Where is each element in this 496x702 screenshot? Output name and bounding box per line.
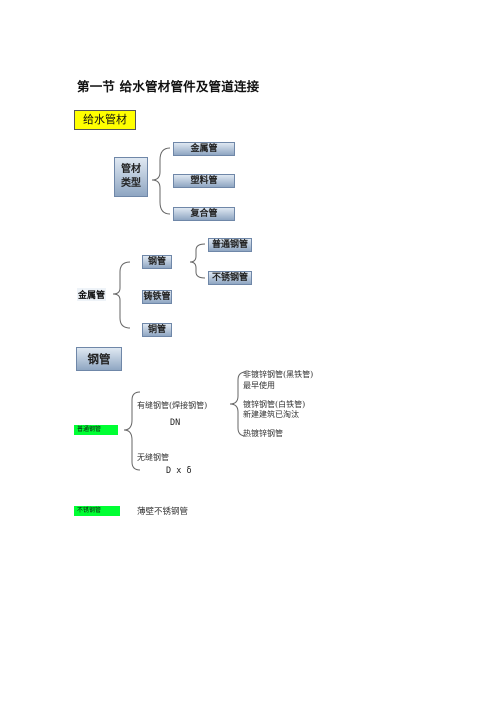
pipe-type-composite: 复合管 <box>173 207 235 221</box>
pipe-type-plastic: 塑料管 <box>173 174 235 188</box>
hot-galvanized-pipe: 热镀锌钢管 <box>243 429 283 438</box>
stainless-steel-box: 不锈钢管 <box>208 271 252 285</box>
pipe-type-box: 管材 类型 <box>114 157 148 197</box>
seamed-pipe: 有缝钢管(焊接钢管) <box>137 401 208 410</box>
cast-iron-pipe-box: 铸铁管 <box>142 290 172 304</box>
galvanized-note: 新建建筑已淘汰 <box>243 410 299 419</box>
steel-pipe-box: 钢管 <box>142 255 172 269</box>
ordinary-steel-box: 普通钢管 <box>208 238 252 252</box>
stainless-desc: 薄壁不锈钢管 <box>137 507 189 517</box>
ordinary-steel-tag: 普通钢管 <box>74 425 118 435</box>
copper-pipe-box: 铜管 <box>142 323 172 337</box>
metal-pipe-label: 金属管 <box>77 288 107 301</box>
seamless-pipe: 无缝钢管 <box>137 453 169 462</box>
page-title: 第一节 给水管材管件及管道连接 <box>77 79 260 94</box>
pipe-type-metal: 金属管 <box>173 142 235 156</box>
galvanized-pipe: 镀锌钢管(白铁管) <box>243 400 306 409</box>
section-tag: 给水管材 <box>74 110 136 130</box>
non-galvanized-note: 最早使用 <box>243 381 275 390</box>
non-galvanized-pipe: 非镀锌钢管(黑铁管) <box>243 370 314 379</box>
steel-heading-box: 钢管 <box>76 347 122 371</box>
stainless-tag: 不锈钢管 <box>74 506 120 516</box>
seamed-spec: DN <box>170 418 181 428</box>
seamless-spec: D x δ <box>166 466 192 476</box>
